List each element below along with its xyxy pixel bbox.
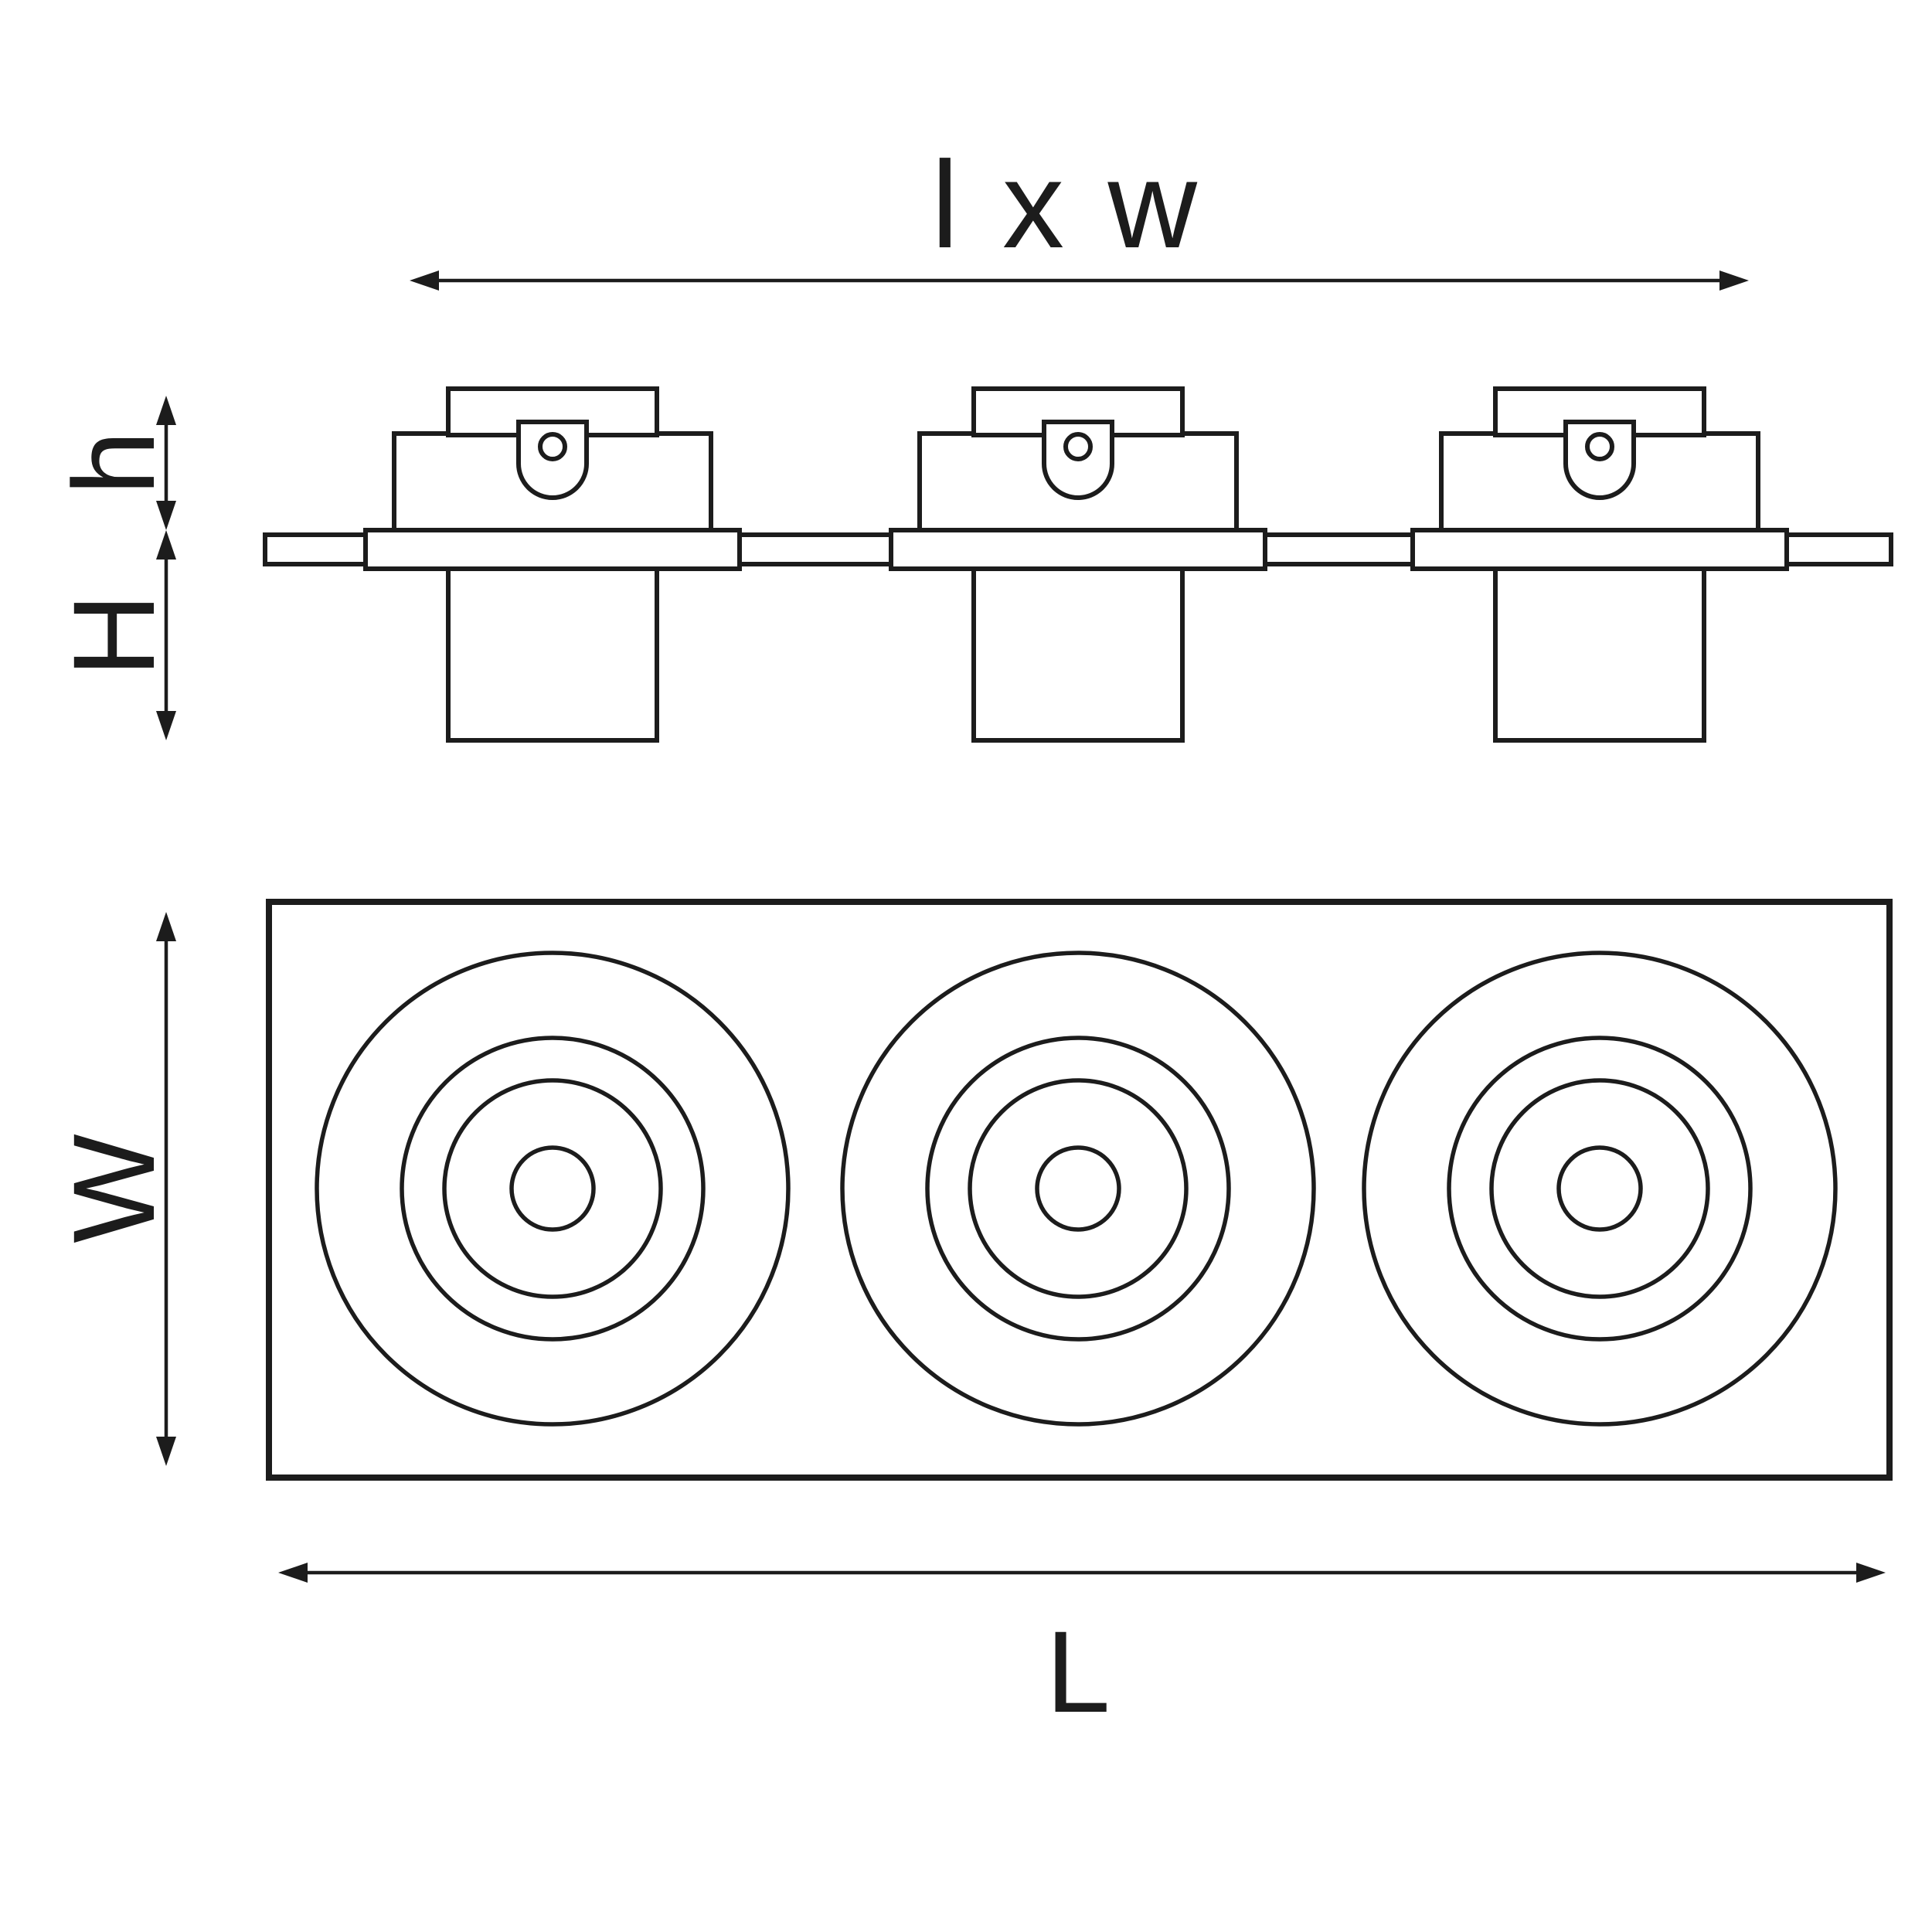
unit1-mounting-clip — [516, 420, 589, 500]
unit1-lamp-body — [446, 566, 659, 743]
dim-H: H — [49, 530, 179, 740]
plan-view — [266, 899, 1893, 1481]
arrow-up-icon — [156, 396, 176, 425]
dim-L-label: L — [1046, 1607, 1110, 1736]
inner-ring — [1489, 1078, 1710, 1299]
dim-h-label: h — [49, 430, 179, 495]
unit2-lamp-body — [971, 566, 1185, 743]
arrow-left-icon — [278, 1563, 308, 1583]
dim-h: h — [49, 396, 179, 530]
screw-hole-icon — [1585, 432, 1614, 461]
plan-spot-2 — [840, 951, 1316, 1427]
lamp-center — [1035, 1145, 1121, 1232]
arrow-down-icon — [156, 501, 176, 530]
dim-lxw: l x w — [410, 135, 1749, 291]
lamp-center — [1556, 1145, 1643, 1232]
lamp-center — [509, 1145, 596, 1232]
outer-ring — [1362, 951, 1838, 1427]
unit1-trim-plate — [363, 528, 742, 571]
fixture-outline — [266, 899, 1893, 1481]
unit3-mounting-clip — [1563, 420, 1636, 500]
screw-hole-icon — [538, 432, 567, 461]
arrow-up-icon — [156, 530, 176, 560]
mid-ring — [925, 1036, 1231, 1342]
dim-H-label: H — [49, 594, 179, 677]
arrow-up-icon — [156, 912, 176, 941]
outer-ring — [315, 951, 791, 1427]
mid-ring — [400, 1036, 706, 1342]
dim-lxw-label: l x w — [931, 135, 1202, 274]
arrow-down-icon — [156, 711, 176, 740]
arrow-right-icon — [1856, 1563, 1886, 1583]
screw-hole-icon — [1063, 432, 1093, 461]
unit3-lamp-body — [1493, 566, 1706, 743]
side-elevation-view — [263, 386, 1893, 743]
unit3-trim-plate — [1410, 528, 1789, 571]
inner-ring — [968, 1078, 1189, 1299]
dim-L: L — [278, 1563, 1886, 1736]
arrow-left-icon — [410, 270, 439, 291]
arrow-right-icon — [1719, 270, 1749, 291]
arrow-down-icon — [156, 1437, 176, 1466]
mid-ring — [1447, 1036, 1753, 1342]
dim-W-label: W — [49, 1134, 179, 1243]
outer-ring — [840, 951, 1316, 1427]
plan-spot-1 — [315, 951, 791, 1427]
unit2-mounting-clip — [1042, 420, 1114, 500]
dim-W: W — [49, 912, 179, 1466]
plan-spot-3 — [1362, 951, 1838, 1427]
inner-ring — [442, 1078, 663, 1299]
unit2-trim-plate — [889, 528, 1267, 571]
